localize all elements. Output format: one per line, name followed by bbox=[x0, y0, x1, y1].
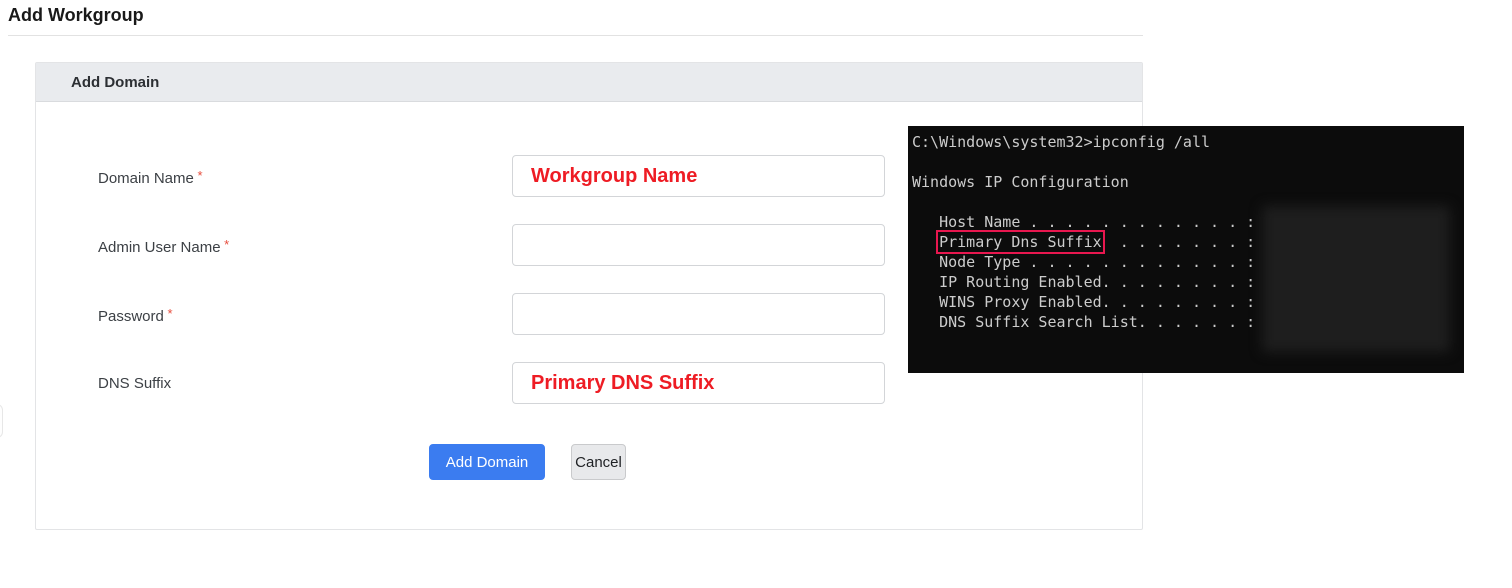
field-label-admin-user-name: Admin User Name * bbox=[98, 237, 230, 256]
required-asterisk: * bbox=[163, 306, 173, 321]
domain-name-input[interactable] bbox=[512, 155, 885, 197]
add-domain-button[interactable]: Add Domain bbox=[429, 444, 545, 480]
terminal-line: Primary Dns Suffix . . . . . . . : bbox=[936, 230, 1265, 254]
field-label-domain-name: Domain Name * bbox=[98, 168, 203, 187]
title-divider bbox=[8, 35, 1143, 36]
field-label-password: Password * bbox=[98, 306, 173, 325]
page-title: Add Workgroup bbox=[8, 5, 144, 25]
terminal-line: IP Routing Enabled. . . . . . . . : bbox=[912, 273, 1265, 291]
redacted-values-blur bbox=[1262, 206, 1450, 352]
admin-user-name-input[interactable] bbox=[512, 224, 885, 266]
panel-title: Add Domain bbox=[71, 73, 160, 91]
field-label-dns-suffix: DNS Suffix bbox=[98, 375, 172, 392]
terminal-line: C:\Windows\system32>ipconfig /all bbox=[912, 133, 1211, 151]
terminal-line: DNS Suffix Search List. . . . . . : bbox=[912, 313, 1265, 331]
cancel-button[interactable]: Cancel bbox=[571, 444, 626, 480]
password-input[interactable] bbox=[512, 293, 885, 335]
button-row: Add Domain Cancel bbox=[429, 444, 626, 480]
terminal-line: WINS Proxy Enabled. . . . . . . . : bbox=[912, 293, 1265, 311]
required-asterisk: * bbox=[220, 237, 230, 252]
dns-suffix-input[interactable] bbox=[512, 362, 885, 404]
required-asterisk: * bbox=[193, 168, 203, 183]
terminal-line: Windows IP Configuration bbox=[912, 173, 1129, 191]
terminal-line bbox=[912, 152, 1464, 172]
primary-dns-suffix-highlight-box: Primary Dns Suffix bbox=[936, 230, 1105, 254]
terminal-line: Node Type . . . . . . . . . . . . : bbox=[912, 253, 1265, 271]
terminal-line: Host Name . . . . . . . . . . . . : bbox=[912, 213, 1265, 231]
clipped-edge-artifact bbox=[0, 404, 3, 438]
panel-header: Add Domain bbox=[36, 63, 1142, 102]
